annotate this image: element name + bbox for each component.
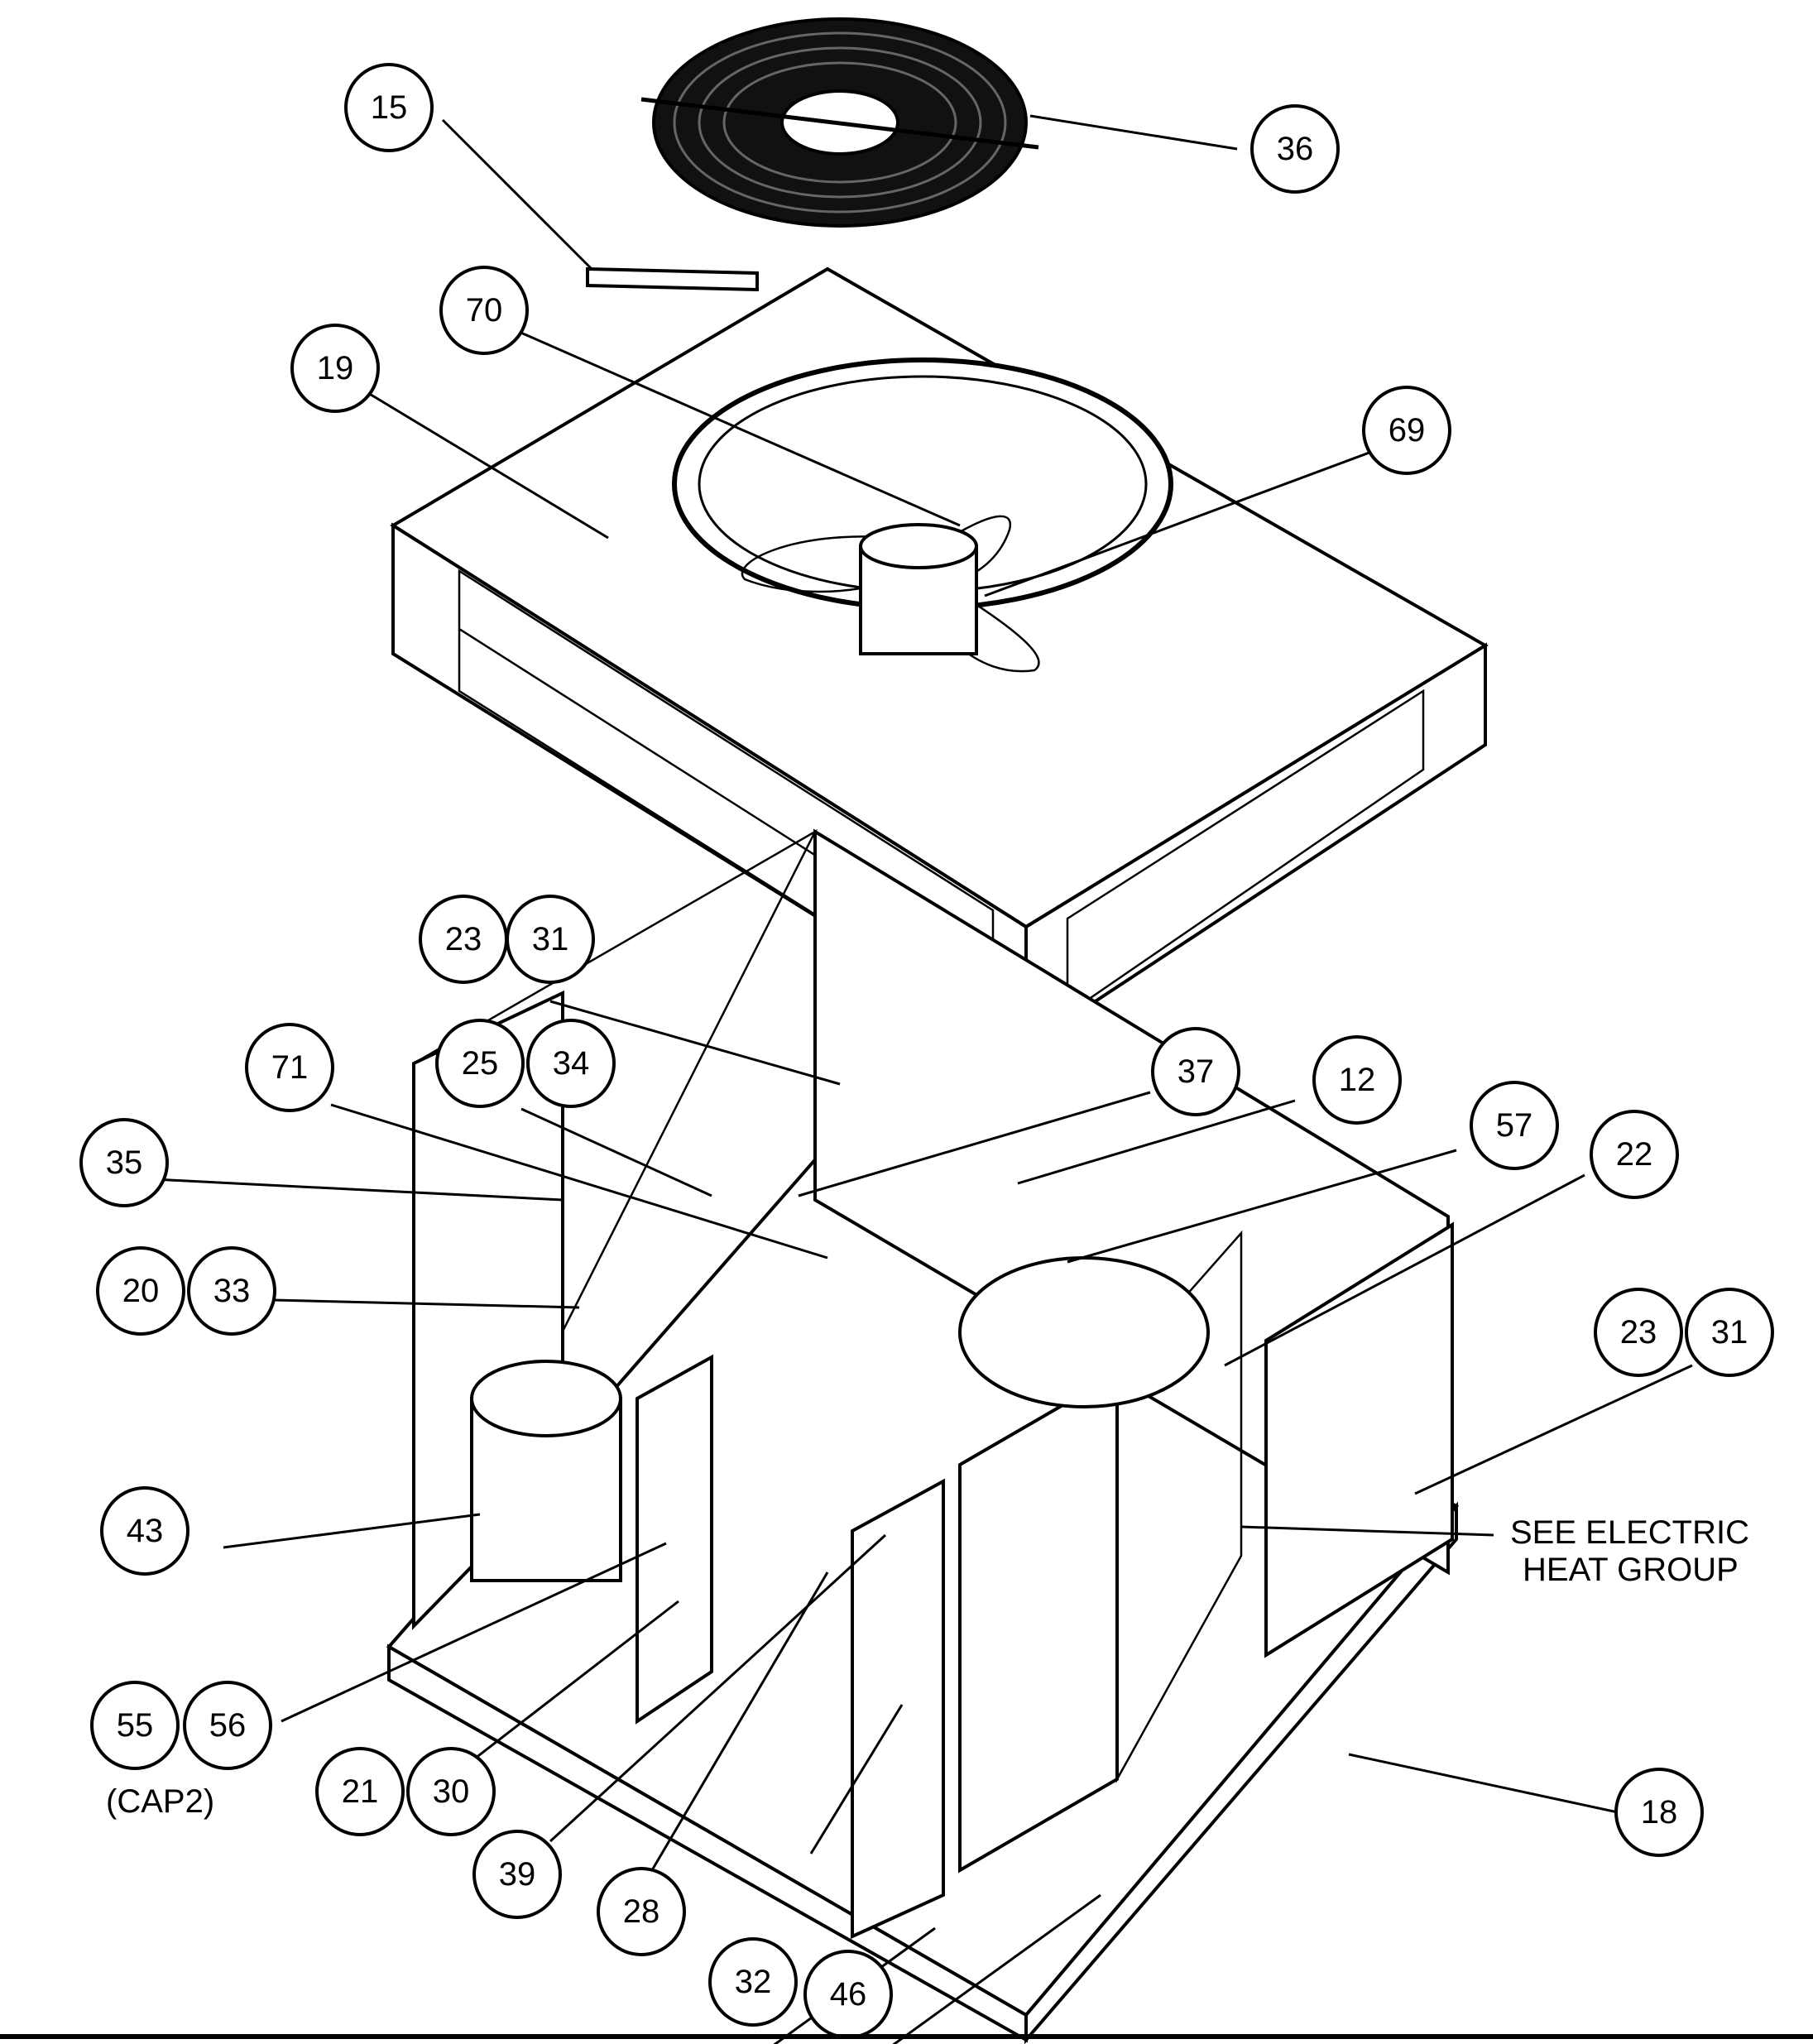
callout-30-label: 30 [433,1773,470,1810]
callout-69: 69 [1362,386,1451,475]
callout-70-label: 70 [466,292,503,329]
callout-39: 39 [472,1830,562,1919]
callout-35-label: 35 [106,1144,143,1181]
see-electric-heat-group-line2: HEAT GROUP [1523,1552,1739,1588]
callout-71: 71 [245,1023,334,1112]
callout-12: 12 [1312,1035,1402,1125]
see-electric-heat-group-line1: SEE ELECTRIC [1510,1514,1749,1551]
callout-46: 46 [803,1950,893,2039]
callout-19: 19 [290,324,380,413]
callout-57-label: 57 [1496,1107,1533,1144]
callout-57: 57 [1470,1081,1559,1170]
callout-15-label: 15 [371,89,408,126]
callout-32: 32 [708,1937,798,2027]
callout-43: 43 [100,1486,189,1576]
bottom-rule [0,2034,1813,2039]
callout-22-label: 22 [1616,1136,1653,1173]
callout-37-label: 37 [1177,1053,1215,1090]
callout-37: 37 [1151,1027,1240,1116]
callout-55: 55 [90,1681,180,1770]
callout-28-label: 28 [623,1893,660,1930]
callout-21-label: 21 [342,1773,379,1810]
callout-25: 25 [435,1019,525,1108]
callout-22: 22 [1590,1110,1679,1199]
callout-23-top: 23 [419,895,508,984]
callout-69-label: 69 [1389,412,1426,449]
base-cabinet-assembly [386,828,1460,2044]
callout-15: 15 [344,63,434,152]
callout-31-right: 31 [1685,1288,1774,1377]
callout-39-label: 39 [499,1856,536,1893]
fan-guard [640,17,1039,228]
callout-46-label: 46 [830,1976,867,2013]
callout-35: 35 [79,1118,169,1207]
callout-23-top-label: 23 [445,921,482,957]
callout-18-label: 18 [1641,1794,1678,1830]
callout-56: 56 [183,1681,272,1770]
callout-70: 70 [439,266,529,355]
callout-21: 21 [315,1747,405,1836]
callout-23-right: 23 [1594,1288,1683,1377]
callout-20-label: 20 [122,1273,160,1309]
callout-43-label: 43 [127,1513,164,1549]
callout-33-label: 33 [213,1273,251,1309]
callout-31-top-label: 31 [532,921,569,957]
callout-20: 20 [96,1246,185,1336]
callout-18: 18 [1614,1768,1704,1857]
leader-lines [152,114,1693,2044]
callout-28: 28 [597,1867,686,1956]
callout-12-label: 12 [1339,1062,1376,1098]
callout-31-right-label: 31 [1711,1314,1748,1351]
callout-30: 30 [406,1747,496,1836]
callout-34: 34 [526,1019,616,1108]
callout-71-label: 71 [271,1049,309,1086]
callout-25-label: 25 [462,1045,499,1082]
callout-32-label: 32 [735,1964,772,2000]
callout-19-label: 19 [317,350,354,386]
callout-23-right-label: 23 [1620,1314,1657,1351]
callout-36-label: 36 [1277,131,1314,167]
callout-34-label: 34 [553,1045,590,1082]
callout-56-label: 56 [209,1707,247,1744]
cap2-label: (CAP2) [106,1783,214,1820]
callout-31-top: 31 [506,895,595,984]
callout-36: 36 [1250,104,1340,194]
callout-33: 33 [187,1246,276,1336]
top-bar [586,266,759,292]
callout-55-label: 55 [117,1707,154,1744]
